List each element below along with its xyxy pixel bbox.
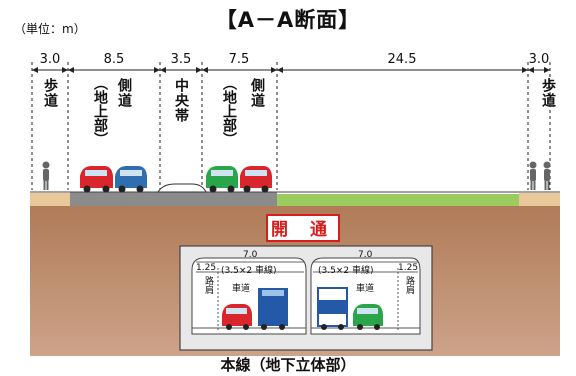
car-green-icon <box>353 304 383 330</box>
right-sidewalk-surface <box>519 193 560 206</box>
pedestrian-icon <box>529 161 537 190</box>
truck-blue-icon <box>317 287 348 330</box>
tunnel-caption: 本線（地下立体部） <box>220 356 356 374</box>
median-bump <box>157 183 207 193</box>
car-red-icon <box>80 166 113 193</box>
car-red-icon <box>240 166 272 193</box>
zone-label-right-sidewalk: 歩道 <box>540 78 556 108</box>
tunnel-right-lane-label: 車道 <box>356 284 375 294</box>
car-red-icon <box>222 304 252 330</box>
zone-label-left-frontage: 側道 <box>116 78 132 108</box>
zone-label-left-sidewalk: 歩道 <box>42 78 58 108</box>
unit-label: （単位：m） <box>14 22 86 36</box>
left-road-surface <box>70 192 277 206</box>
truck-blue-icon <box>258 288 288 330</box>
tunnel-left-total: 7.0 <box>243 250 258 260</box>
tunnel-right-total: 7.0 <box>358 250 373 260</box>
tunnel-right-shoulder-label: 路肩 <box>404 276 414 294</box>
tunnel-right-shoulder-width: 1.25 <box>398 263 419 273</box>
dimension-left-frontage: 8.5 <box>103 52 125 67</box>
dimension-right-frontage: 7.5 <box>228 52 250 67</box>
page-title: 【A－A断面】 <box>215 8 361 32</box>
tunnel-right-lanes: (3.5×2 車線) <box>318 266 374 276</box>
left-sidewalk-surface <box>30 193 70 206</box>
car-blue-icon <box>115 166 147 193</box>
dimension-arrows <box>32 67 550 73</box>
dimension-median: 3.5 <box>170 52 192 67</box>
dimension-line <box>31 62 551 190</box>
dimension-left-sidewalk: 3.0 <box>39 52 61 67</box>
zone-label-median: 中央帯 <box>173 78 189 123</box>
pedestrian-icon <box>42 161 50 190</box>
dimension-grass: 24.5 <box>387 52 417 67</box>
car-green-icon <box>206 166 238 193</box>
tunnel-left-shoulder-label: 路肩 <box>203 276 213 294</box>
tunnel-left-lane-label: 車道 <box>232 284 251 294</box>
zone-label-left-frontage-sub: （地上部） <box>92 76 108 146</box>
tunnel-left-shoulder-width: 1.25 <box>196 263 217 273</box>
grass-strip <box>277 194 519 206</box>
dimension-right-sidewalk: 3.0 <box>528 52 550 67</box>
zone-label-right-frontage-sub: （地上部） <box>221 76 237 146</box>
open-badge: 開 通 <box>266 214 340 242</box>
zone-label-right-frontage: 側道 <box>249 78 265 108</box>
tunnel-left-lanes: (3.5×2 車線) <box>221 266 277 276</box>
pedestrian-icon <box>543 161 551 190</box>
